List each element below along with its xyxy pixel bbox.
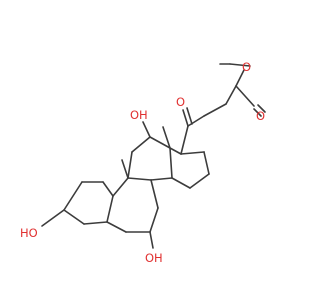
oh-left-bond	[41, 209, 65, 227]
ester-group	[219, 63, 266, 117]
ring-d	[169, 147, 210, 189]
ring-b	[106, 177, 159, 233]
oh-bottom-bond	[149, 231, 154, 249]
ring-c	[127, 136, 173, 181]
ketone-o-label: O	[176, 95, 185, 109]
methyl-c10	[121, 159, 129, 179]
methyl-c13	[162, 126, 171, 149]
oh-top-label: OH	[130, 108, 148, 122]
oh-top-bond	[142, 121, 151, 138]
side-chain	[180, 85, 255, 155]
structure-canvas: OH HO OH O O O	[20, 60, 266, 265]
ring-a	[63, 181, 114, 225]
oh-left-label: HO	[20, 226, 38, 240]
ketone-bond	[182, 107, 193, 127]
ester-o-double-label: O	[256, 109, 265, 123]
oh-bottom-label: OH	[145, 251, 163, 265]
ester-o-single-label: O	[242, 60, 251, 74]
molecule-structure: OH HO OH O O O	[20, 60, 266, 265]
